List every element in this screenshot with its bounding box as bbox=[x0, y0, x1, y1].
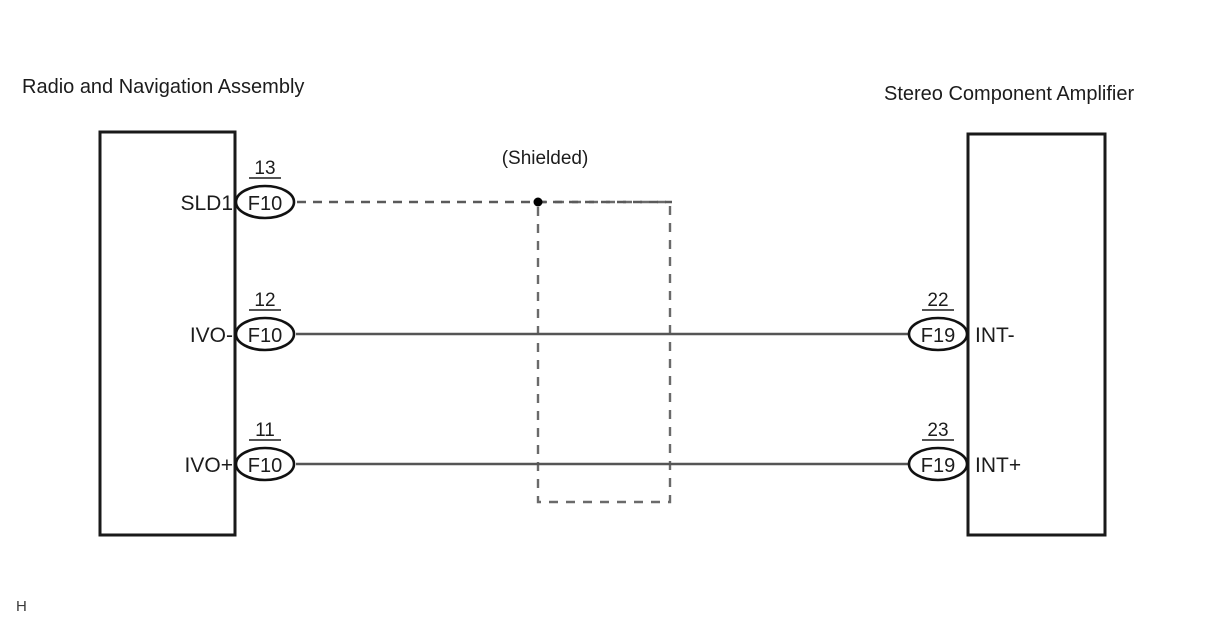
page-mark: H bbox=[16, 598, 27, 615]
left-connector-code-12: F10 bbox=[248, 325, 282, 347]
left-pin-oval-12 bbox=[234, 316, 296, 352]
right-connector-body bbox=[966, 132, 1107, 537]
left-pin-label-sld1: SLD1 bbox=[180, 192, 233, 215]
left-pin-number-13: 13 bbox=[254, 158, 275, 179]
shield-label: (Shielded) bbox=[502, 148, 589, 169]
right-pin-label-int-plus: INT+ bbox=[975, 454, 1021, 477]
right-pin-number-23: 23 bbox=[927, 420, 948, 441]
right-pin-number-22: 22 bbox=[927, 290, 948, 311]
right-pin-oval-23 bbox=[907, 446, 969, 482]
left-connector-body bbox=[98, 130, 237, 537]
shield-junction-dot bbox=[533, 197, 543, 207]
left-pin-label-ivo-plus: IVO+ bbox=[185, 454, 233, 477]
left-pin-oval-13 bbox=[234, 184, 296, 220]
left-connector-code-11: F10 bbox=[248, 455, 282, 477]
shield-enclosure bbox=[536, 200, 672, 504]
left-component-title: Radio and Navigation Assembly bbox=[22, 76, 304, 98]
left-pin-oval-11 bbox=[234, 446, 296, 482]
left-pin-label-ivo-minus: IVO- bbox=[190, 324, 233, 347]
right-connector-code-22: F19 bbox=[921, 325, 955, 347]
right-component-title: Stereo Component Amplifier bbox=[884, 83, 1134, 105]
left-pin-number-12: 12 bbox=[254, 290, 275, 311]
right-pin-oval-22 bbox=[907, 316, 969, 352]
left-connector-code-13: F10 bbox=[248, 193, 282, 215]
right-connector-code-23: F19 bbox=[921, 455, 955, 477]
left-pin-number-11: 11 bbox=[255, 420, 275, 441]
right-pin-label-int-minus: INT- bbox=[975, 324, 1015, 347]
